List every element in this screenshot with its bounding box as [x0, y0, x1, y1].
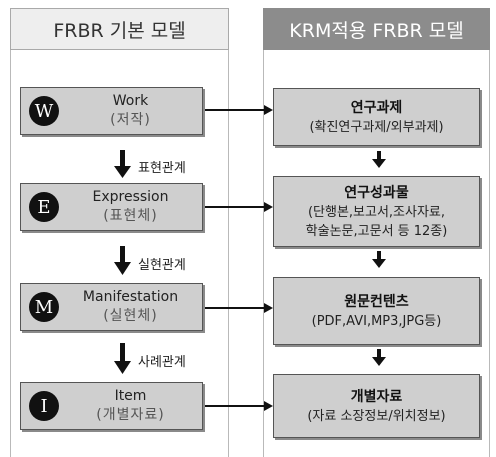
frbr-expression-box: E Expression (표현체)	[20, 183, 203, 231]
arrow-krm-3-to-4	[372, 349, 386, 366]
arrow-manifestation-to-krm	[203, 303, 273, 313]
expression-badge-icon: E	[29, 192, 59, 222]
krm-column-header: KRM적용 FRBR 모델	[263, 8, 490, 50]
krm-research-project-box: 연구과제 (확진연구과제/외부과제)	[273, 88, 480, 146]
arrow-work-to-expression	[114, 150, 131, 178]
frbr-column: FRBR 기본 모델	[10, 8, 229, 457]
relation-label-expression: 표현관계	[138, 161, 186, 176]
expression-korean-label: (표현체)	[103, 208, 158, 224]
krm-research-output-title: 연구성과물	[344, 184, 409, 201]
krm-original-content-title: 원문컨텐츠	[344, 293, 409, 310]
arrow-manifestation-to-item	[114, 343, 131, 374]
krm-column: KRM적용 FRBR 모델	[263, 8, 490, 457]
relation-label-manifestation: 실현관계	[138, 258, 186, 273]
frbr-manifestation-box: M Manifestation (실현체)	[20, 283, 203, 331]
arrow-item-to-krm	[203, 401, 273, 411]
krm-individual-item-desc: (자료 소장정보/위치정보)	[307, 408, 446, 424]
work-badge-icon: W	[29, 96, 59, 126]
krm-original-content-desc: (PDF,AVI,MP3,JPG등)	[311, 313, 442, 329]
work-korean-label: (저작)	[110, 112, 151, 128]
krm-research-project-desc: (확진연구과제/외부과제)	[309, 119, 444, 135]
krm-research-output-desc-line1: (단행본,보고서,조사자료,	[307, 204, 446, 220]
expression-label: Expression	[92, 189, 169, 205]
krm-research-output-desc-line2: 학술논문,고문서 등 12종)	[305, 223, 448, 239]
frbr-work-box: W Work (저작)	[20, 87, 203, 135]
frbr-column-header: FRBR 기본 모델	[10, 8, 229, 50]
krm-individual-item-box: 개별자료 (자료 소장정보/위치정보)	[273, 374, 480, 438]
arrow-expression-to-krm	[203, 202, 273, 212]
krm-original-content-box: 원문컨텐츠 (PDF,AVI,MP3,JPG등)	[273, 277, 480, 345]
manifestation-korean-label: (실현체)	[103, 308, 158, 324]
manifestation-badge-icon: M	[29, 292, 59, 322]
frbr-item-box: I Item (개별자료)	[20, 382, 203, 430]
item-label: Item	[114, 388, 147, 404]
krm-research-output-box: 연구성과물 (단행본,보고서,조사자료, 학술논문,고문서 등 12종)	[273, 176, 480, 247]
manifestation-label: Manifestation	[82, 289, 179, 305]
arrow-expression-to-manifestation	[114, 246, 131, 275]
item-korean-label: (개별자료)	[96, 407, 165, 423]
relation-label-item: 사례관계	[138, 355, 186, 370]
arrow-work-to-krm	[203, 105, 273, 115]
krm-individual-item-title: 개별자료	[350, 388, 403, 405]
item-badge-icon: I	[29, 391, 59, 421]
arrow-krm-2-to-3	[372, 251, 386, 268]
krm-research-project-title: 연구과제	[350, 99, 403, 116]
work-label: Work	[112, 93, 149, 109]
arrow-krm-1-to-2	[372, 151, 386, 168]
